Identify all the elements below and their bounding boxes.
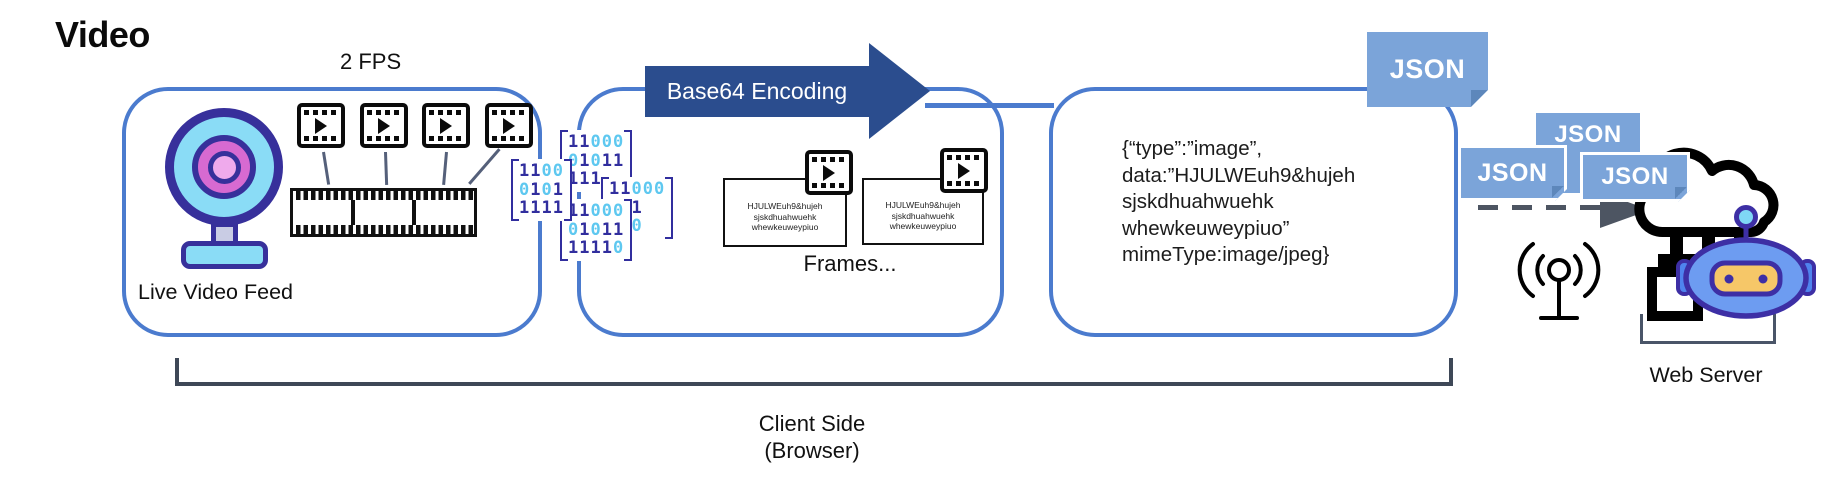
play-icon xyxy=(503,117,515,134)
filmstrip-perforations xyxy=(293,191,474,200)
base64-encoding-arrow: Base64 Encoding xyxy=(645,66,869,117)
connector-line xyxy=(925,103,1054,108)
film-sprockets xyxy=(429,110,463,115)
broadcast-antenna-icon xyxy=(1517,242,1601,320)
film-sprockets xyxy=(429,136,463,141)
film-sprockets xyxy=(947,181,981,186)
film-sprockets xyxy=(304,136,338,141)
page-title: Video xyxy=(55,14,150,55)
base64-encoding-label: Base64 Encoding xyxy=(666,78,848,104)
binary-data-icon: 1100 0101 1111 xyxy=(511,159,572,221)
webcam-icon xyxy=(165,108,283,226)
robot-antenna-ball xyxy=(1734,205,1758,229)
film-sprockets xyxy=(367,110,401,115)
film-frame-icon xyxy=(297,103,345,148)
dashed-transfer-line xyxy=(1478,205,1600,210)
film-sprockets xyxy=(812,157,846,162)
webcam-base xyxy=(181,241,268,269)
json-badge: JSON xyxy=(1458,145,1567,201)
json-badge: JSON xyxy=(1580,152,1690,202)
filmstrip-icon xyxy=(290,188,477,237)
base64-arrow-head-icon xyxy=(869,43,930,139)
binary-data-icon: 11000 01011 11110 xyxy=(560,199,633,261)
film-sprockets xyxy=(492,136,526,141)
film-frame-icon xyxy=(360,103,408,148)
filmstrip-cell xyxy=(355,200,417,225)
json-payload-box xyxy=(1049,87,1458,337)
play-icon xyxy=(440,117,452,134)
filmstrip-cell xyxy=(293,200,355,225)
fps-label: 2 FPS xyxy=(340,49,402,74)
film-frame-icon xyxy=(422,103,470,148)
film-sprockets xyxy=(304,110,338,115)
encoded-frame-card: HJULWEuh9&hujeh sjskdhuahwuehk whewkeuwe… xyxy=(723,178,847,247)
cloud-server-robot-icon xyxy=(1634,147,1816,321)
film-sprockets xyxy=(812,183,846,188)
webcam-lens-ring xyxy=(192,135,256,199)
play-icon xyxy=(315,117,327,134)
film-sprockets xyxy=(947,155,981,160)
web-server-label: Web Server xyxy=(1649,363,1763,387)
live-video-feed-label: Live Video Feed xyxy=(138,280,293,304)
client-side-bracket xyxy=(175,358,1453,386)
film-frame-icon xyxy=(940,148,988,193)
robot-visor xyxy=(1709,260,1783,297)
web-server-bracket xyxy=(1640,314,1776,344)
film-sprockets xyxy=(492,110,526,115)
server-pillar xyxy=(1670,228,1683,260)
json-badge: JSON xyxy=(1367,32,1488,107)
frames-label: Frames... xyxy=(803,251,897,276)
robot-eye xyxy=(1758,274,1768,284)
webcam-lens-core xyxy=(207,150,241,184)
film-sprockets xyxy=(367,136,401,141)
film-frame-icon xyxy=(805,150,853,195)
json-payload-text: {“type”:”image”, data:”HJULWEuh9&hujeh s… xyxy=(1122,137,1356,266)
client-side-label: Client Side (Browser) xyxy=(758,411,866,463)
filmstrip-perforations xyxy=(293,225,474,234)
film-frame-icon xyxy=(485,103,533,148)
play-icon xyxy=(823,164,835,181)
filmstrip-cell xyxy=(416,200,474,225)
robot-eye xyxy=(1724,274,1734,284)
play-icon xyxy=(378,117,390,134)
play-icon xyxy=(958,162,970,179)
